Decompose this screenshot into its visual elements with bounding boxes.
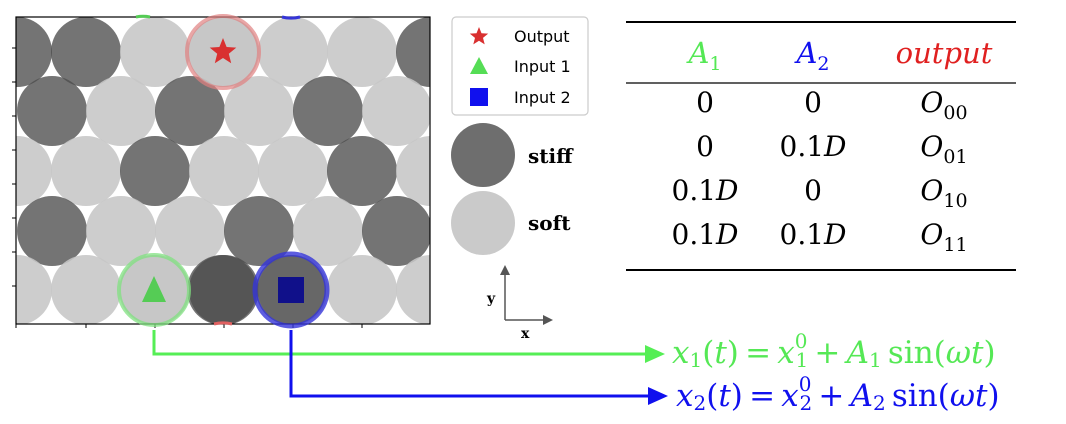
- star-icon: [469, 27, 489, 45]
- triangle-icon: [142, 276, 166, 302]
- stiff-particle: [17, 196, 87, 266]
- stiff-particle: [51, 17, 121, 87]
- table-cell: O10: [920, 174, 967, 212]
- soft-particle: [293, 196, 363, 266]
- soft-particle: [327, 255, 397, 324]
- stiff-label: stiff: [528, 144, 574, 168]
- stiff-particle: [396, 17, 430, 87]
- triangle-icon: [470, 57, 488, 74]
- stiff-swatch: [451, 123, 515, 187]
- input1-arrowhead: [645, 345, 665, 363]
- soft-particle: [224, 76, 294, 146]
- stiff-particle: [120, 136, 190, 206]
- input2-connector: [289, 330, 650, 398]
- soft-particle: [120, 17, 190, 87]
- soft-particle: [51, 136, 121, 206]
- axes-indicator: y x: [486, 265, 553, 342]
- soft-swatch: [451, 191, 515, 255]
- soft-particle: [396, 136, 430, 206]
- table-header-output: output: [896, 36, 993, 70]
- edge-hint-green: [135, 14, 151, 19]
- soft-particle: [51, 255, 121, 324]
- stiff-particle: [187, 255, 257, 324]
- table-cell: O11: [920, 218, 967, 256]
- table-header-a2: A2: [793, 36, 829, 75]
- table-cell: 0: [804, 174, 822, 207]
- soft-particle: [362, 76, 430, 146]
- legend-input2-label: Input 2: [514, 88, 571, 107]
- table-header-a1: A1: [685, 36, 721, 75]
- table-cell: 0.1D: [672, 218, 739, 251]
- stiff-particle: [224, 196, 294, 266]
- stiff-particle: [362, 196, 430, 266]
- legend-input1-label: Input 1: [514, 57, 571, 76]
- soft-particle: [155, 196, 225, 266]
- soft-particle: [258, 17, 328, 87]
- input2-arrowhead: [648, 387, 668, 405]
- stiff-particle: [17, 76, 87, 146]
- x-axis-label: x: [521, 326, 530, 342]
- soft-particle: [189, 136, 259, 206]
- table-cell: 0.1D: [780, 130, 847, 163]
- soft-particle: [86, 196, 156, 266]
- star-icon: [209, 38, 237, 64]
- table-cell: 0: [696, 130, 714, 163]
- input1-particle: [117, 253, 191, 327]
- table-cell: O00: [920, 86, 967, 124]
- soft-particle: [86, 76, 156, 146]
- stiff-particle: [16, 17, 52, 87]
- particle-array: [16, 17, 430, 324]
- table-cell: 0: [696, 86, 714, 119]
- soft-particle: [258, 136, 328, 206]
- soft-label: soft: [528, 211, 571, 235]
- square-icon: [470, 88, 488, 106]
- soft-particle: [327, 17, 397, 87]
- legend-output-label: Output: [514, 27, 570, 46]
- edge-hint-red: [213, 321, 233, 326]
- table-cell: O01: [920, 130, 967, 168]
- stiff-particle: [155, 76, 225, 146]
- table-cell: 0: [804, 86, 822, 119]
- y-axis-label: y: [486, 291, 496, 307]
- table-cell: 0.1D: [672, 174, 739, 207]
- soft-particle: [396, 255, 430, 324]
- input2-particle: [252, 251, 330, 329]
- stiff-particle: [327, 136, 397, 206]
- table-cell: 0.1D: [780, 218, 847, 251]
- soft-particle: [16, 136, 52, 206]
- edge-hint-blue: [281, 15, 301, 20]
- soft-particle: [16, 255, 52, 324]
- particle-grid: [16, 17, 430, 324]
- stiff-particle: [293, 76, 363, 146]
- output-particle: [185, 14, 261, 90]
- legend: Output Input 1 Input 2: [451, 16, 589, 116]
- input1-connector: [152, 330, 648, 356]
- square-icon: [278, 277, 304, 303]
